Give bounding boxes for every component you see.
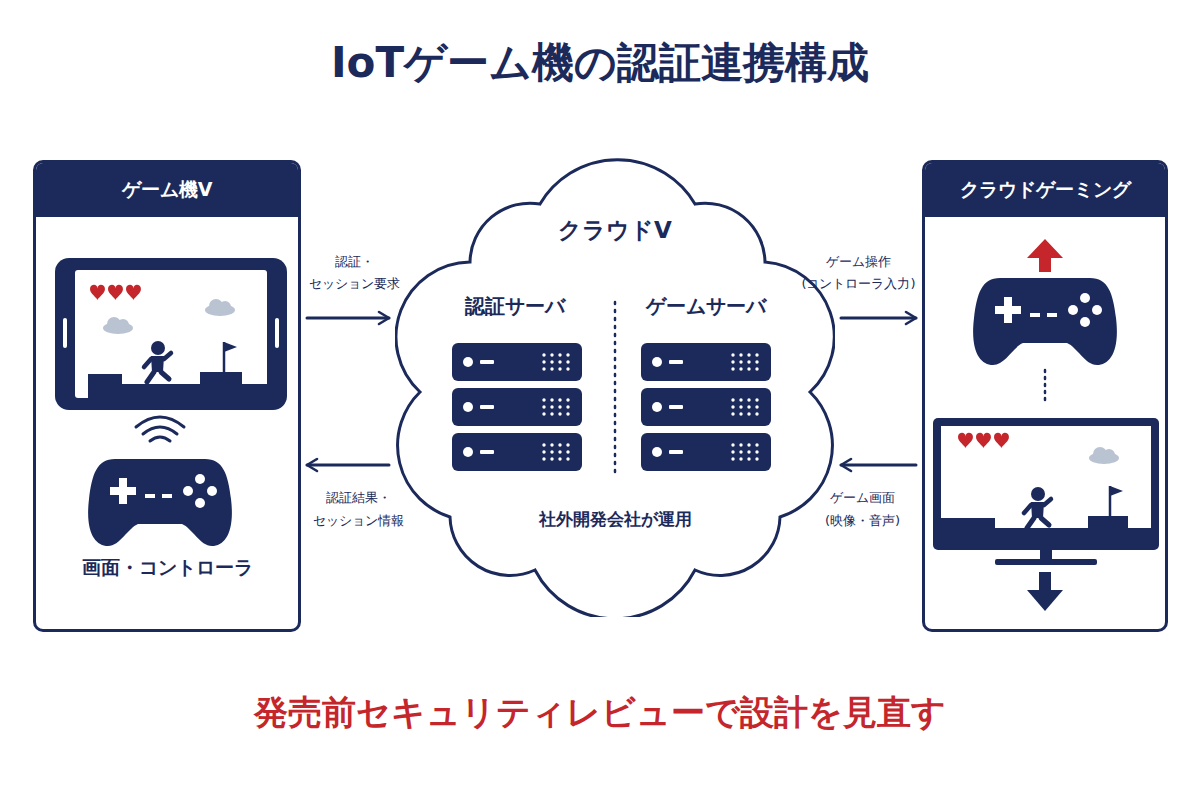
heart-icon <box>126 285 141 300</box>
monitor-base <box>995 559 1097 565</box>
cloud-icon <box>103 317 133 334</box>
flow-arrow <box>307 317 389 320</box>
controller-icon <box>88 459 232 546</box>
goal-flag <box>1110 486 1123 516</box>
diagram-caption: 発売前セキュリティレビューで設計を見直す <box>0 692 1200 733</box>
ground-block <box>242 384 267 398</box>
monitor-screen <box>941 426 1151 542</box>
heart-icon <box>976 433 991 448</box>
device-box: クラウドゲーミング <box>922 160 1168 632</box>
heart-icon <box>958 433 973 448</box>
device-box: ゲーム機V 画面・コントローラ <box>33 160 301 632</box>
tablet-button <box>63 318 67 348</box>
divider-line <box>614 302 617 472</box>
ground-block <box>88 374 122 398</box>
cloud-icon <box>205 299 235 316</box>
server-group: ゲームサーバ <box>631 292 781 326</box>
up-arrow-head <box>1027 239 1063 258</box>
down-arrow-head <box>1027 590 1063 611</box>
tablet-frame <box>55 258 287 410</box>
heart-icon <box>994 433 1009 448</box>
character <box>1024 487 1051 528</box>
controller-icon <box>973 278 1117 365</box>
server-group: 認証サーバ <box>445 292 585 326</box>
edge-label: 認証・ セッション要求 <box>289 251 419 297</box>
cloud-outline-svg <box>395 142 835 617</box>
server-unit <box>452 433 582 471</box>
server-unit <box>452 388 582 426</box>
server-unit <box>641 388 771 426</box>
server-unit <box>641 343 771 381</box>
node-text: 認証サーバ <box>445 292 585 320</box>
diagram-title: IoTゲーム機の認証連携構成 <box>0 38 1200 88</box>
server-unit <box>641 433 771 471</box>
wifi-arc <box>150 437 170 441</box>
wifi-arc <box>143 427 177 434</box>
node-text: 社外開発会社が運用 <box>395 508 835 530</box>
node-text: ゲームサーバ <box>631 292 781 320</box>
cloud-outline <box>396 160 834 617</box>
ground-block <box>1128 528 1151 542</box>
server-unit <box>452 343 582 381</box>
node-text: 画面・コントローラ <box>36 555 298 580</box>
edge-label: 認証結果・ セッション情報 <box>293 487 423 533</box>
up-arrow-shaft <box>1039 256 1051 272</box>
dotted-link <box>1044 370 1047 405</box>
cloud-node: クラウドV 社外開発会社が運用 認証サーバ ゲームサーバ <box>395 142 835 617</box>
wifi-arc <box>136 417 184 427</box>
box-header: ゲーム機V <box>36 163 298 217</box>
ground-block <box>995 528 1088 542</box>
ground-block <box>1088 516 1128 542</box>
heart-icon <box>108 285 123 300</box>
edge-label: ゲーム操作 (コントローラ入力) <box>794 251 924 297</box>
goal-flag <box>224 342 237 372</box>
tablet-button <box>275 318 279 348</box>
down-arrow-shaft <box>1039 572 1051 592</box>
edge-label: ゲーム画面 (映像・音声) <box>798 487 928 533</box>
heart-icon <box>90 285 105 300</box>
cloud-icon <box>1089 447 1119 464</box>
ground-block <box>122 384 200 398</box>
ground-block <box>200 372 242 398</box>
tablet-screen <box>75 270 267 398</box>
flow-arrow <box>307 464 389 467</box>
character <box>144 341 171 382</box>
monitor-frame <box>933 418 1159 550</box>
monitor-neck <box>1040 550 1052 560</box>
flow-arrow <box>841 464 916 467</box>
flow-arrow <box>841 317 916 320</box>
node-text: クラウドV <box>395 216 835 246</box>
box-header: クラウドゲーミング <box>925 163 1165 217</box>
ground-block <box>941 518 995 542</box>
